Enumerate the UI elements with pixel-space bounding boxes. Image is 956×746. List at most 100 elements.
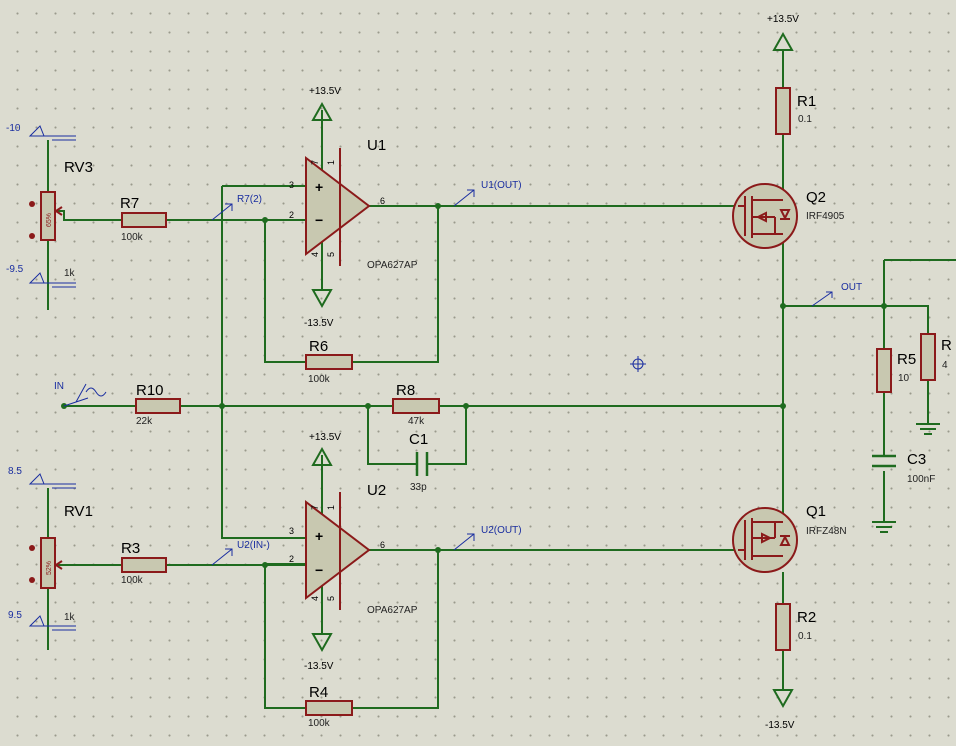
mosfet-q1[interactable]: Q1 IRFZ48N (732, 503, 847, 573)
svg-text:IN: IN (54, 381, 64, 392)
rv3-bottom-terminal[interactable]: -9.5 (6, 264, 76, 288)
svg-text:U2(IN-): U2(IN-) (237, 540, 270, 551)
svg-text:Q1: Q1 (806, 503, 826, 520)
svg-text:+: + (315, 528, 323, 544)
rv3-top-terminal[interactable]: -10 (6, 123, 76, 141)
resistor-r3[interactable]: R3 100k (121, 540, 167, 586)
svg-text:8.5: 8.5 (8, 466, 22, 477)
svg-text:10: 10 (898, 373, 910, 384)
svg-text:RV1: RV1 (64, 503, 93, 520)
resistor-r7[interactable]: R7 100k (120, 195, 167, 243)
resistor-r6[interactable]: R6 100k (305, 338, 353, 385)
svg-text:−: − (315, 212, 323, 228)
svg-text:7: 7 (310, 160, 320, 165)
svg-text:1: 1 (326, 160, 336, 165)
svg-text:47k: 47k (408, 416, 425, 427)
rv1-bottom-terminal[interactable]: 9.5 (8, 610, 76, 631)
ground-icon[interactable] (916, 420, 940, 435)
resistor-load[interactable]: R 4 (920, 333, 952, 381)
potentiometer-rv1[interactable]: 52% RV1 1k (29, 503, 93, 623)
power-bottom-icon[interactable]: -13.5V (765, 689, 795, 731)
mosfet-q2[interactable]: Q2 IRF4905 (732, 183, 845, 249)
rv1-top-terminal[interactable]: 8.5 (8, 466, 76, 489)
svg-text:100k: 100k (121, 575, 144, 586)
svg-text:RV3: RV3 (64, 159, 93, 176)
svg-text:+13.5V: +13.5V (309, 86, 341, 97)
svg-text:C3: C3 (907, 451, 926, 468)
svg-text:2: 2 (289, 554, 294, 564)
svg-text:R8: R8 (396, 382, 415, 399)
svg-text:100k: 100k (121, 232, 144, 243)
svg-text:65%: 65% (46, 213, 53, 227)
resistor-r2[interactable]: R2 0.1 (775, 603, 816, 651)
resistor-r4[interactable]: R4 100k (305, 684, 353, 729)
net-label-u2-in[interactable]: U2(IN-) (211, 540, 270, 566)
potentiometer-rv3[interactable]: 65% RV3 1k (29, 159, 93, 279)
svg-text:3: 3 (289, 180, 294, 190)
svg-text:IRF4905: IRF4905 (806, 211, 845, 222)
net-label-r7[interactable]: R7(2) (211, 194, 262, 221)
svg-text:Q2: Q2 (806, 189, 826, 206)
u1-vneg-icon[interactable]: -13.5V (304, 289, 334, 329)
svg-text:52%: 52% (46, 561, 53, 575)
svg-text:U1(OUT): U1(OUT) (481, 180, 522, 191)
svg-text:U1: U1 (367, 137, 386, 154)
svg-text:4: 4 (942, 360, 948, 371)
svg-text:R7: R7 (120, 195, 139, 212)
svg-text:6: 6 (380, 540, 385, 550)
svg-text:+13.5V: +13.5V (309, 432, 341, 443)
resistor-r5[interactable]: R5 10 (876, 348, 916, 393)
svg-text:100k: 100k (308, 718, 331, 729)
svg-text:U2(OUT): U2(OUT) (481, 525, 522, 536)
svg-text:R6: R6 (309, 338, 328, 355)
net-label-u1-out[interactable]: U1(OUT) (453, 180, 522, 207)
u2-vpos-icon[interactable]: +13.5V (309, 432, 341, 466)
u1-vpos-icon[interactable]: +13.5V (309, 86, 341, 121)
svg-text:4: 4 (310, 596, 320, 601)
svg-text:0.1: 0.1 (798, 631, 812, 642)
svg-text:C1: C1 (409, 431, 428, 448)
svg-text:-13.5V: -13.5V (765, 720, 795, 731)
opamp-u2[interactable]: + − 3 2 6 7 1 4 5 U2 OPA627AP (289, 482, 418, 616)
svg-text:R2: R2 (797, 609, 816, 626)
opamp-u1[interactable]: + − 3 2 6 7 1 4 5 U1 OPA627AP (289, 137, 418, 271)
net-label-out[interactable]: OUT (811, 282, 862, 307)
svg-text:−: − (315, 562, 323, 578)
resistor-r8[interactable]: R8 47k (392, 382, 440, 427)
resistor-r1[interactable]: R1 0.1 (775, 87, 816, 135)
svg-text:+: + (315, 179, 323, 195)
svg-text:-13.5V: -13.5V (304, 318, 334, 329)
svg-text:7: 7 (310, 505, 320, 510)
wires (47, 50, 956, 709)
svg-text:IRFZ48N: IRFZ48N (806, 526, 847, 537)
svg-text:9.5: 9.5 (8, 610, 22, 621)
svg-text:100k: 100k (308, 374, 331, 385)
capacitor-c1[interactable]: C1 33p (409, 431, 429, 493)
junctions (61, 203, 887, 568)
svg-text:0.1: 0.1 (798, 114, 812, 125)
svg-text:5: 5 (326, 596, 336, 601)
svg-text:2: 2 (289, 210, 294, 220)
resistor-r10[interactable]: R10 22k (135, 382, 181, 427)
svg-text:33p: 33p (410, 482, 427, 493)
svg-text:R3: R3 (121, 540, 140, 557)
svg-text:OPA627AP: OPA627AP (367, 260, 418, 271)
u2-vneg-icon[interactable]: -13.5V (304, 633, 334, 672)
svg-text:3: 3 (289, 526, 294, 536)
capacitor-c3[interactable]: C3 100nF (872, 451, 935, 485)
ground-icon[interactable] (872, 520, 896, 533)
origin-marker-icon (630, 356, 646, 372)
svg-text:R: R (941, 337, 952, 354)
svg-text:5: 5 (326, 252, 336, 257)
net-label-u2-out[interactable]: U2(OUT) (453, 525, 522, 551)
svg-text:R10: R10 (136, 382, 164, 399)
power-top-icon[interactable]: +13.5V (767, 14, 799, 51)
svg-text:1k: 1k (64, 268, 76, 279)
svg-text:-13.5V: -13.5V (304, 661, 334, 672)
input-terminal[interactable]: IN (54, 381, 107, 407)
svg-text:R4: R4 (309, 684, 328, 701)
svg-text:U2: U2 (367, 482, 386, 499)
svg-text:-10: -10 (6, 123, 21, 134)
svg-text:1: 1 (326, 505, 336, 510)
